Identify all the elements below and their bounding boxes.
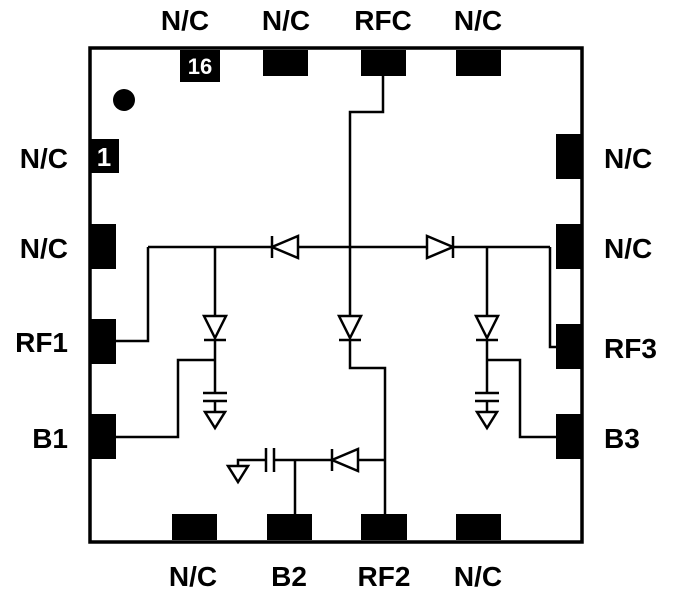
- label-top-nc-2: N/C: [262, 5, 310, 36]
- pad-right-rf3: [556, 324, 582, 369]
- pad-top-16: [180, 50, 220, 82]
- wire-b1: [116, 358, 215, 439]
- diode-series-right-icon: [425, 234, 457, 260]
- diodes: [201, 234, 501, 473]
- chip-outline: [88, 46, 584, 544]
- pad-number-1: 1: [97, 142, 111, 172]
- pin1-dot-marker: [113, 89, 135, 111]
- pad-left-pin1: [90, 139, 119, 173]
- capacitor-right-icon: [475, 391, 499, 403]
- label-b1: B1: [32, 423, 68, 454]
- diode-shunt-b2-icon: [328, 447, 360, 473]
- grounds: [202, 410, 500, 485]
- pads: [90, 50, 582, 540]
- label-rf2: RF2: [358, 561, 411, 592]
- label-right-nc-1: N/C: [604, 143, 652, 174]
- diode-branch-left-icon: [201, 314, 229, 342]
- capacitor-left-icon: [203, 391, 227, 403]
- pad-left-rf1: [90, 319, 116, 364]
- capacitors: [203, 391, 499, 472]
- pad-number-16: 16: [188, 54, 212, 79]
- label-rf3: RF3: [604, 333, 657, 364]
- pad-top-nc-2: [263, 50, 308, 76]
- wire-b3: [487, 358, 556, 439]
- wire-rfc: [348, 76, 385, 318]
- label-bottom-nc-4: N/C: [454, 561, 502, 592]
- label-left-nc-1: N/C: [20, 143, 68, 174]
- wire-rf3: [548, 247, 556, 349]
- pad-bottom-b2: [267, 514, 312, 540]
- label-left-nc-2: N/C: [20, 233, 68, 264]
- label-bottom-nc-1: N/C: [169, 561, 217, 592]
- pad-top-nc-4: [456, 50, 501, 76]
- label-b3: B3: [604, 423, 640, 454]
- ground-b2-icon: [225, 464, 251, 485]
- label-right-nc-2: N/C: [604, 233, 652, 264]
- wire-rf1: [116, 247, 150, 343]
- pad-right-b3: [556, 414, 582, 459]
- pad-top-rfc: [361, 50, 406, 76]
- wire-b2-left: [236, 458, 266, 466]
- pad-left-nc-2: [90, 224, 116, 269]
- pad-bottom-rf2: [361, 514, 407, 540]
- ground-left-icon: [202, 410, 228, 431]
- pad-bottom-nc-4: [456, 514, 501, 540]
- diode-series-left-icon: [268, 234, 300, 260]
- label-rf1: RF1: [15, 327, 68, 358]
- capacitor-b2-icon: [264, 448, 276, 472]
- pad-left-b1: [90, 414, 116, 459]
- pad-right-nc-2: [556, 224, 582, 269]
- label-top-nc-4: N/C: [454, 5, 502, 36]
- ground-right-icon: [474, 410, 500, 431]
- label-b2: B2: [271, 561, 307, 592]
- pin-labels: N/C N/C RFC N/C N/C B2 RF2 N/C N/C N/C R…: [15, 5, 657, 592]
- wires: [116, 76, 556, 514]
- diode-branch-right-icon: [473, 314, 501, 342]
- pad-bottom-nc-1: [172, 514, 217, 540]
- pad-right-nc-1: [556, 134, 582, 179]
- wire-rf2: [348, 340, 387, 514]
- label-top-nc-1: N/C: [161, 5, 209, 36]
- diode-series-center-icon: [336, 314, 364, 342]
- label-rfc: RFC: [354, 5, 412, 36]
